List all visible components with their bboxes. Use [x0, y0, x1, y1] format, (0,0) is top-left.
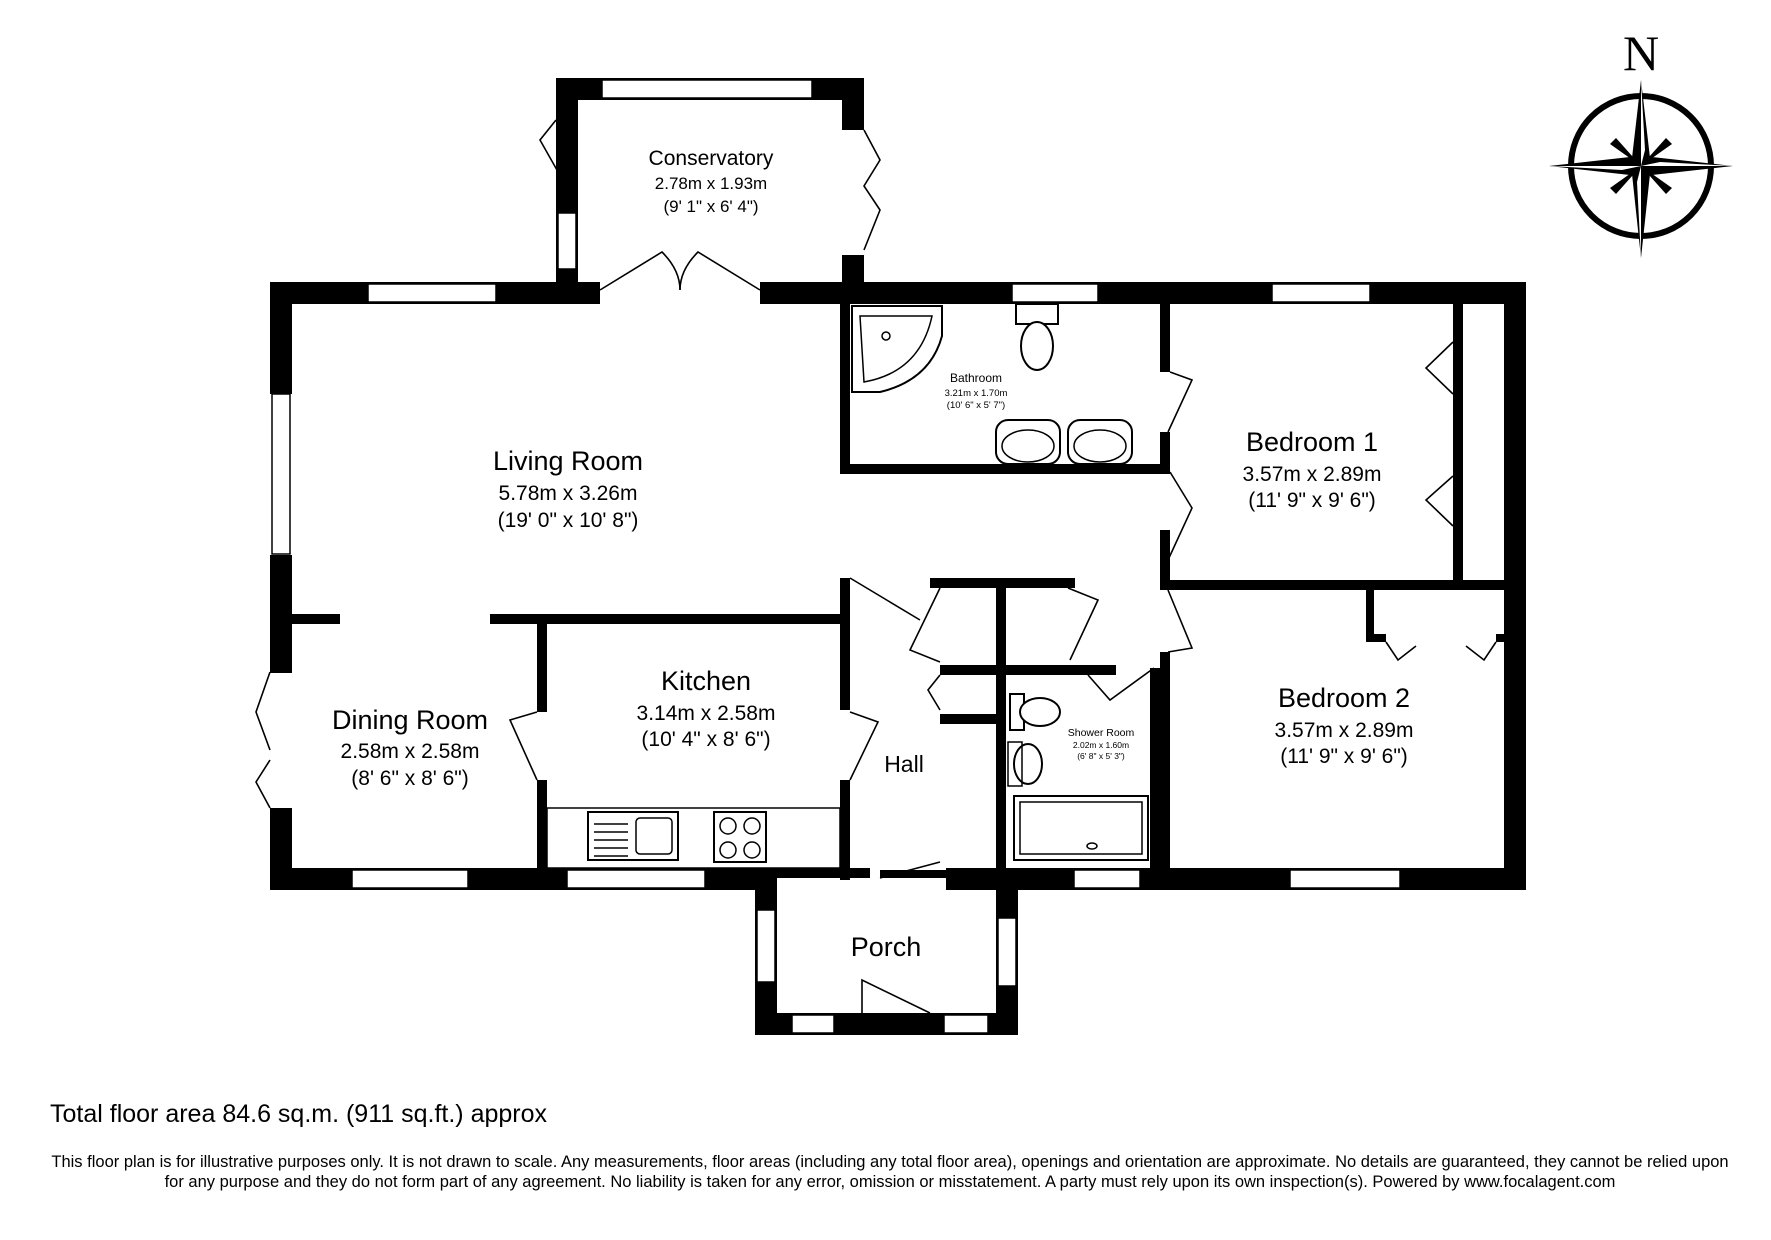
- room-label-conservatory: Conservatory 2.78m x 1.93m (9' 1" x 6' 4…: [649, 147, 774, 216]
- svg-text:Bedroom 2: Bedroom 2: [1278, 683, 1410, 713]
- svg-text:3.57m x 2.89m: 3.57m x 2.89m: [1243, 463, 1382, 486]
- room-label-living-room: Living Room 5.78m x 3.26m (19' 0" x 10' …: [493, 446, 643, 532]
- svg-text:2.58m x 2.58m: 2.58m x 2.58m: [341, 740, 480, 763]
- basin-icon-2: [1067, 419, 1133, 465]
- svg-text:5.78m x 3.26m: 5.78m x 3.26m: [499, 482, 638, 505]
- svg-text:(11' 9" x 9' 6"): (11' 9" x 9' 6"): [1280, 745, 1408, 768]
- total-floor-area: Total floor area 84.6 sq.m. (911 sq.ft.)…: [50, 1100, 548, 1128]
- room-label-bedroom-1: Bedroom 1 3.57m x 2.89m (11' 9" x 9' 6"): [1243, 427, 1382, 512]
- walls: [270, 78, 1526, 1035]
- svg-text:Bedroom 1: Bedroom 1: [1246, 427, 1378, 457]
- room-label-bedroom-2: Bedroom 2 3.57m x 2.89m (11' 9" x 9' 6"): [1275, 683, 1414, 768]
- svg-text:3.21m x 1.70m: 3.21m x 1.70m: [945, 388, 1008, 399]
- svg-text:Living Room: Living Room: [493, 446, 643, 476]
- svg-text:3.57m x 2.89m: 3.57m x 2.89m: [1275, 719, 1414, 742]
- svg-text:Porch: Porch: [851, 932, 922, 962]
- room-label-porch: Porch: [851, 932, 922, 962]
- sink-icon: [587, 811, 679, 861]
- svg-text:Dining Room: Dining Room: [332, 705, 488, 735]
- doors: [255, 119, 1497, 1014]
- svg-text:2.02m x 1.60m: 2.02m x 1.60m: [1073, 740, 1129, 750]
- basin-icon-3: [1007, 741, 1043, 787]
- corner-bath-icon: [851, 305, 943, 393]
- fixtures: [546, 303, 1149, 869]
- svg-text:(8' 6" x 8' 6"): (8' 6" x 8' 6"): [351, 767, 468, 790]
- room-label-hall: Hall: [884, 751, 924, 777]
- compass-rose-icon: N: [1549, 25, 1733, 258]
- svg-text:(11' 9" x 9' 6"): (11' 9" x 9' 6"): [1248, 489, 1376, 512]
- toilet-icon: [1015, 303, 1059, 371]
- room-label-bathroom: Bathroom 3.21m x 1.70m (10' 6" x 5' 7"): [945, 371, 1008, 411]
- room-label-dining-room: Dining Room 2.58m x 2.58m (8' 6" x 8' 6"…: [332, 705, 488, 790]
- svg-text:2.78m x 1.93m: 2.78m x 1.93m: [655, 174, 767, 193]
- hob-icon: [713, 811, 767, 863]
- svg-text:(19' 0" x 10' 8"): (19' 0" x 10' 8"): [498, 509, 639, 532]
- svg-text:(6' 8" x 5' 3"): (6' 8" x 5' 3"): [1077, 751, 1125, 761]
- svg-text:Bathroom: Bathroom: [950, 371, 1002, 385]
- room-label-shower-room: Shower Room 2.02m x 1.60m (6' 8" x 5' 3"…: [1068, 727, 1135, 761]
- svg-text:(9' 1" x 6' 4"): (9' 1" x 6' 4"): [663, 197, 758, 216]
- windows: [271, 79, 1401, 1034]
- svg-text:Shower Room: Shower Room: [1068, 727, 1135, 739]
- room-label-kitchen: Kitchen 3.14m x 2.58m (10' 4" x 8' 6"): [637, 666, 776, 751]
- svg-text:3.14m x 2.58m: 3.14m x 2.58m: [637, 702, 776, 725]
- svg-text:Conservatory: Conservatory: [649, 147, 774, 170]
- toilet-icon-2: [1009, 693, 1061, 731]
- north-label: N: [1623, 25, 1659, 81]
- basin-icon: [995, 419, 1061, 465]
- svg-text:(10' 4" x 8' 6"): (10' 4" x 8' 6"): [641, 728, 770, 751]
- svg-text:Hall: Hall: [884, 751, 924, 777]
- svg-text:(10' 6" x 5' 7"): (10' 6" x 5' 7"): [947, 400, 1005, 411]
- shower-tray-icon: [1013, 795, 1149, 861]
- svg-text:Kitchen: Kitchen: [661, 666, 751, 696]
- disclaimer-text: This floor plan is for illustrative purp…: [51, 1153, 1729, 1191]
